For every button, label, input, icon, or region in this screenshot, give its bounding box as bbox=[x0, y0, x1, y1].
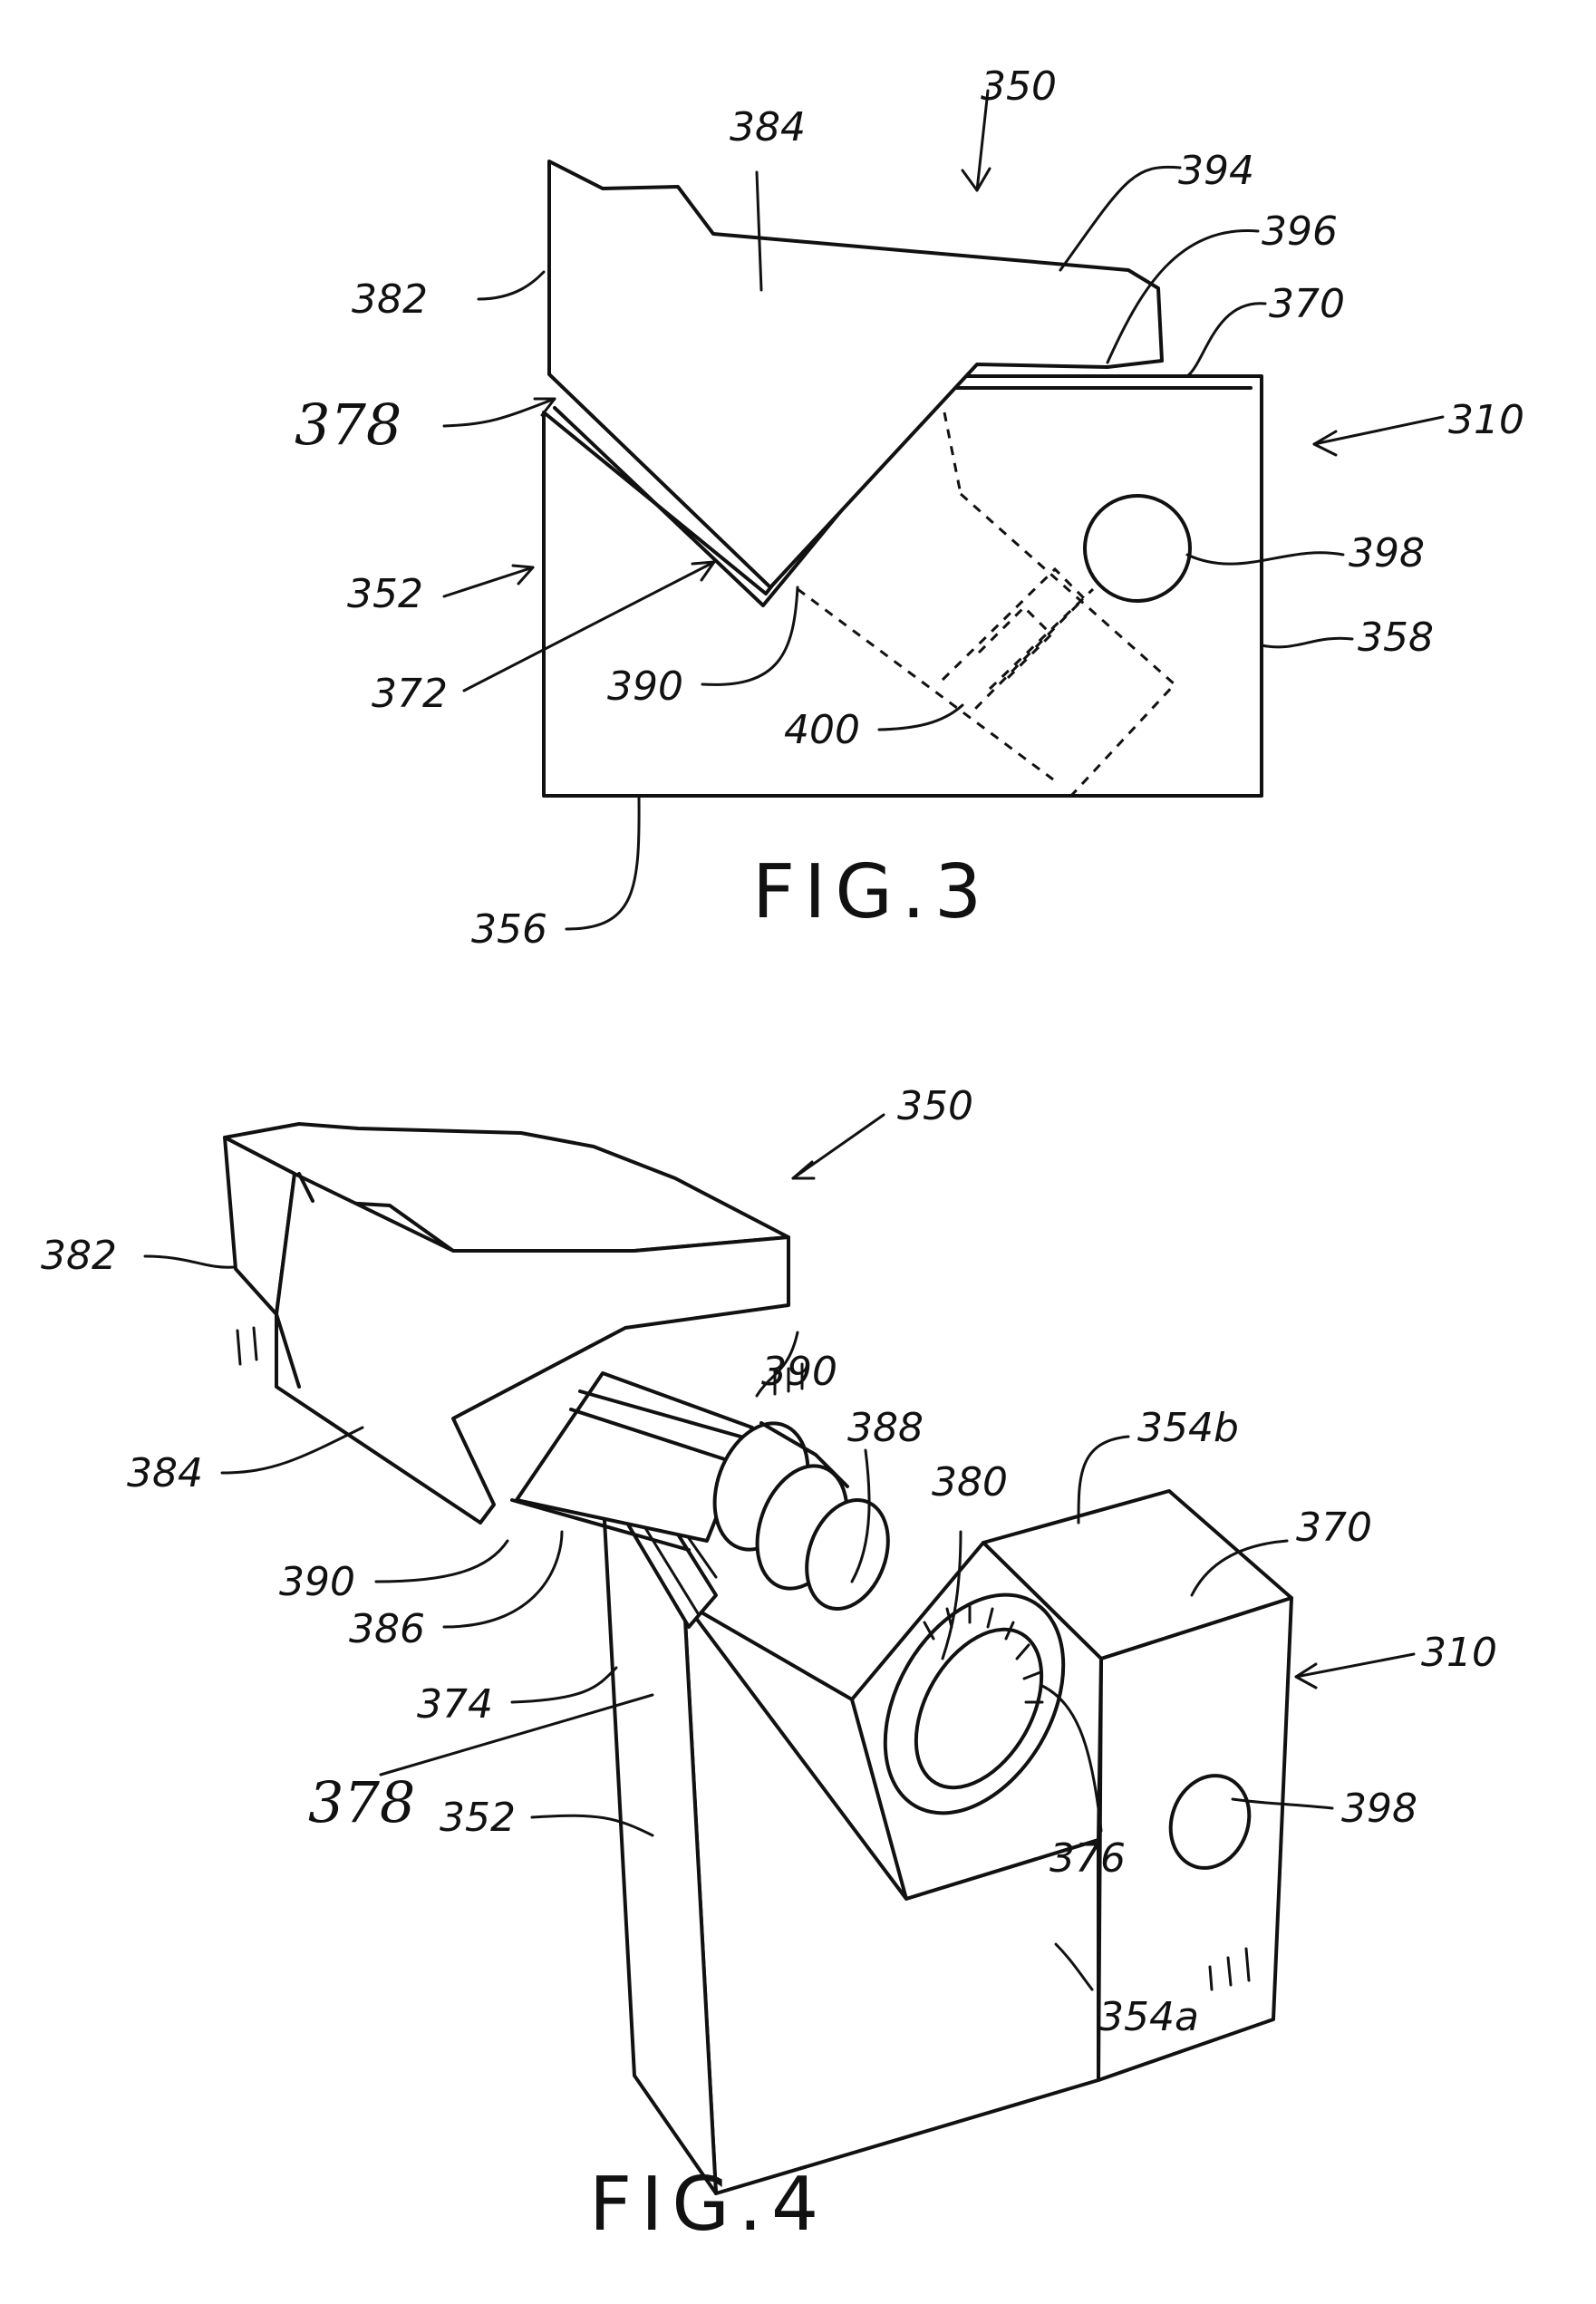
fig3-label-394: 394 bbox=[1178, 148, 1254, 194]
fig3-label-352: 352 bbox=[347, 571, 423, 617]
fig4-label-374: 374 bbox=[417, 1681, 493, 1728]
fig3-label-384: 384 bbox=[730, 104, 806, 150]
fig3-label-358: 358 bbox=[1358, 615, 1434, 661]
fig4-label-354b: 354b bbox=[1137, 1405, 1239, 1451]
fig4-label-376: 376 bbox=[1049, 1835, 1126, 1882]
fig4-label-386: 386 bbox=[349, 1606, 425, 1652]
fig3-label-382: 382 bbox=[352, 276, 428, 323]
fig3-hole-398 bbox=[1085, 496, 1190, 601]
fig3-label-378: 378 bbox=[295, 392, 401, 458]
fig3-label-390: 390 bbox=[607, 663, 683, 710]
fig4-label-354a: 354a bbox=[1098, 1994, 1199, 2040]
fig3-label-310: 310 bbox=[1448, 397, 1524, 443]
fig4-label-352: 352 bbox=[440, 1795, 516, 1841]
fig4-label-378: 378 bbox=[308, 1769, 415, 1835]
fig3-label-400: 400 bbox=[784, 707, 860, 753]
fig3-label-396: 396 bbox=[1262, 208, 1338, 255]
fig3-label-370: 370 bbox=[1269, 281, 1345, 327]
figure-3: 350 384 394 396 382 370 378 310 398 352 … bbox=[295, 63, 1524, 953]
fig3-label-350: 350 bbox=[981, 63, 1057, 110]
fig4-label-310: 310 bbox=[1421, 1630, 1497, 1676]
fig4-label-382: 382 bbox=[41, 1233, 117, 1279]
fig4-label-398: 398 bbox=[1341, 1786, 1417, 1832]
fig4-label-390b: 390 bbox=[279, 1559, 355, 1605]
fig3-label-372: 372 bbox=[372, 671, 448, 717]
fig4-label-384: 384 bbox=[127, 1450, 203, 1496]
fig3-label-356: 356 bbox=[471, 906, 547, 953]
fig4-label-380: 380 bbox=[932, 1459, 1008, 1505]
fig4-caption: FIG.4 bbox=[589, 2162, 827, 2248]
fig3-caption: FIG.3 bbox=[752, 849, 991, 935]
figure-4: 350 382 390 388 380 354b 370 384 390 386… bbox=[41, 1083, 1497, 2248]
fig4-label-370: 370 bbox=[1296, 1505, 1372, 1551]
fig4-label-388: 388 bbox=[847, 1405, 924, 1451]
fig4-label-390a: 390 bbox=[761, 1349, 837, 1395]
fig4-label-350: 350 bbox=[897, 1083, 973, 1129]
fig3-label-398: 398 bbox=[1349, 530, 1425, 576]
